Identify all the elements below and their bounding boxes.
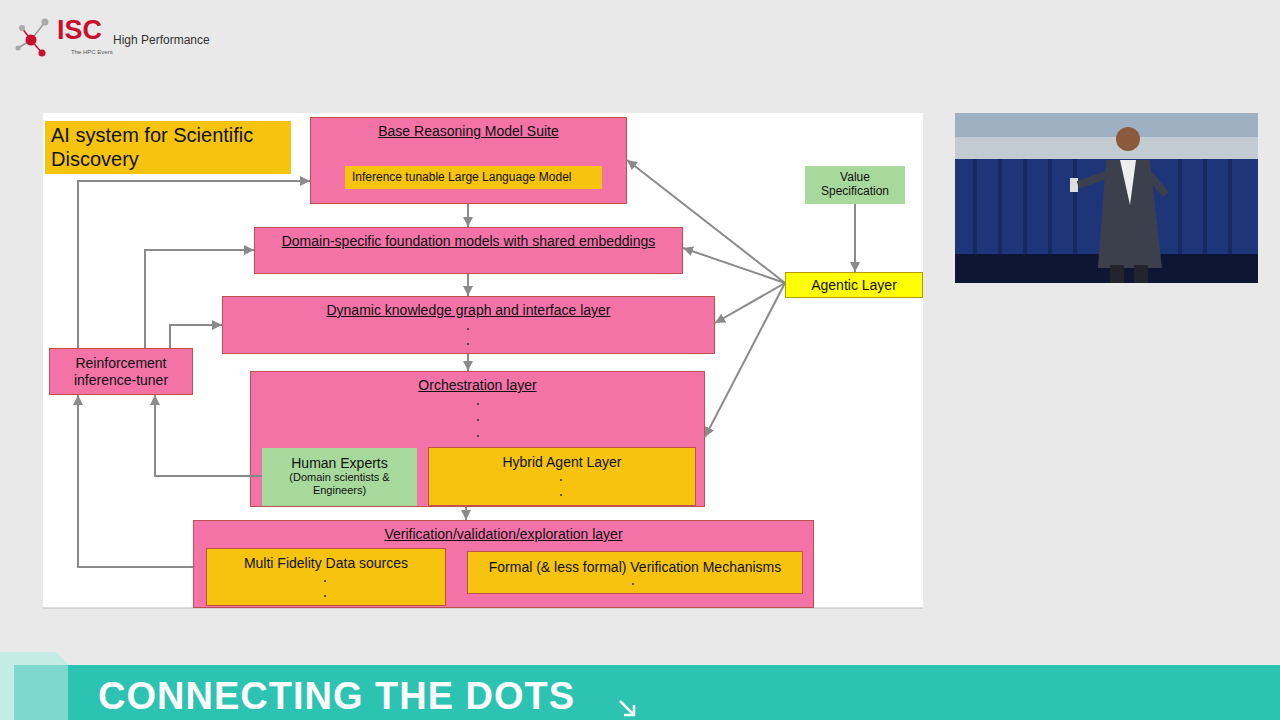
video-frame: [955, 113, 1258, 283]
connector-arrow: [467, 274, 469, 296]
layer-box: Dynamic knowledge graph and interface la…: [222, 296, 715, 354]
arrow-head: [624, 705, 634, 715]
speaker-clicker: [1070, 178, 1078, 192]
connector-arrow: [467, 204, 469, 227]
slide-area: [43, 113, 923, 608]
logo-atom: [39, 50, 46, 57]
layer-box: Formal (& less formal) Verification Mech…: [467, 551, 803, 594]
connector-arrow: [467, 354, 469, 371]
layer-box: Inference tunable Large Language Model: [345, 166, 602, 189]
stage-light: [955, 113, 1258, 137]
box-heading: Base Reasoning Model Suite: [378, 123, 559, 139]
box-heading: Orchestration layer: [418, 377, 536, 393]
connector-arrow: [155, 395, 262, 476]
ellipsis-dot: [467, 343, 469, 345]
ellipsis-dot: [477, 435, 479, 437]
layer-box: Domain-specific foundation models with s…: [254, 227, 683, 274]
speaker-leg: [1134, 265, 1148, 283]
speaker-shirt: [1120, 160, 1136, 205]
box-heading: Reinforcement inference-tuner: [53, 355, 189, 387]
banner-text: CONNECTING THE DOTS: [98, 677, 575, 715]
box-heading: Hybrid Agent Layer: [502, 454, 621, 470]
layer-box: Reinforcement inference-tuner: [49, 348, 193, 395]
logo-atom: [42, 19, 49, 26]
box-heading: Domain-specific foundation models with s…: [282, 233, 656, 249]
box-heading: Multi Fidelity Data sources: [244, 555, 408, 571]
layer-box: Base Reasoning Model SuiteInference tuna…: [310, 117, 627, 204]
box-heading: Verification/validation/exploration laye…: [384, 526, 622, 542]
layer-box: Human Experts(Domain scientists & Engine…: [262, 448, 417, 506]
connector-arrow: [78, 181, 310, 348]
box-heading: Inference tunable Large Language Model: [352, 171, 572, 185]
ellipsis-dot: [477, 419, 479, 421]
banner: [68, 665, 1280, 720]
speaker-leg: [1110, 265, 1124, 283]
layer-box: Verification/validation/exploration laye…: [193, 520, 814, 608]
connector-arrow: [170, 325, 222, 348]
connector-arrow: [145, 250, 254, 348]
speaker-arm: [1150, 175, 1166, 195]
banner-corner: [0, 652, 68, 720]
box-heading: Value Specification: [809, 171, 901, 199]
connector-arrow: [683, 248, 785, 283]
ellipsis-dot: [477, 403, 479, 405]
ellipsis-dot: [467, 328, 469, 330]
connector-arrow: [854, 204, 856, 272]
diagram-title: AI system for Scientific Discovery: [51, 123, 285, 171]
box-heading: Formal (& less formal) Verification Mech…: [489, 559, 782, 575]
logo-text: High Performance: [113, 34, 210, 46]
speaker-arm: [1078, 175, 1106, 185]
logo-atom: [26, 35, 37, 46]
ellipsis-dot: [324, 580, 326, 582]
stage-wall: [955, 137, 1258, 159]
box-heading: Human Experts: [291, 455, 387, 471]
connector-arrow: [465, 507, 467, 520]
layer-box: Agentic Layer: [785, 272, 923, 298]
logo-mark: [16, 19, 49, 57]
layer-box: Multi Fidelity Data sources: [206, 548, 446, 606]
ellipsis-dot: [560, 479, 562, 481]
logo-atom: [19, 25, 25, 31]
box-heading: Agentic Layer: [811, 277, 897, 293]
connector-arrow: [78, 395, 193, 567]
layer-box: Orchestration layerHuman Experts(Domain …: [250, 371, 705, 507]
banner-arrow: [620, 701, 634, 715]
ellipsis-dot: [324, 595, 326, 597]
layer-box: Value Specification: [805, 166, 905, 204]
arrow-shaft: [620, 701, 634, 715]
layer-box: Hybrid Agent Layer: [428, 447, 696, 506]
speaker-head: [1116, 127, 1140, 151]
title-box: AI system for Scientific Discovery: [45, 121, 291, 174]
box-heading: Dynamic knowledge graph and interface la…: [326, 302, 610, 318]
ellipsis-dot: [632, 583, 634, 585]
logo-text: ISC: [57, 17, 102, 44]
banner-corner: [14, 665, 68, 720]
speaker-video: [955, 113, 1258, 283]
logo-text: The HPC Event: [71, 49, 113, 55]
connector-arrow: [715, 283, 785, 323]
connector-arrow: [705, 283, 785, 437]
logo-atom: [16, 46, 21, 51]
box-subtext: (Domain scientists & Engineers): [266, 471, 413, 496]
connector-arrow: [627, 160, 785, 283]
ellipsis-dot: [560, 494, 562, 496]
